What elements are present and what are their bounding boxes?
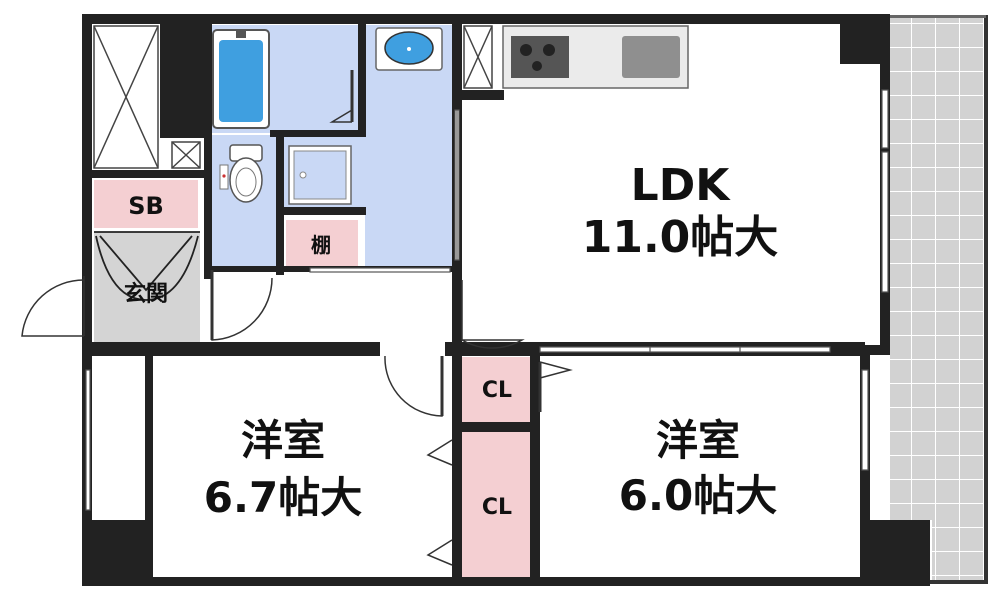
cl-lower-storage: [462, 432, 532, 577]
western-right-name: 洋室: [656, 416, 740, 465]
pipe-shafts: [93, 25, 493, 169]
tana-label: 棚: [311, 233, 331, 257]
toilet-icon: [219, 144, 263, 203]
windows: [85, 89, 889, 511]
western-right-size: 6.0帖大: [619, 471, 777, 520]
sb-storage: [94, 180, 198, 228]
kitchen-sink-icon: [622, 36, 680, 78]
cl-lower-label: CL: [482, 495, 512, 520]
kitchen-counter: [502, 25, 689, 89]
cl-upper-label: CL: [482, 378, 512, 403]
western-left-name: 洋室: [241, 416, 325, 465]
cl-upper-storage: [462, 357, 532, 422]
walls: [82, 14, 930, 586]
washing-machine-pan-icon: [288, 145, 352, 205]
western-left-size: 6.7帖大: [204, 473, 362, 522]
doors: [21, 70, 573, 566]
wash-basin-icon: [375, 27, 443, 71]
bathtub-icon: [212, 29, 270, 129]
shoe-cabinet-doors: [94, 231, 200, 301]
ldk-name: LDK: [631, 160, 732, 211]
tana-storage: [286, 220, 358, 268]
genkan-label: 玄関: [124, 281, 168, 307]
ldk-size: 11.0帖大: [582, 212, 779, 263]
sb-label: SB: [128, 192, 164, 220]
stove-icon: [511, 36, 569, 78]
